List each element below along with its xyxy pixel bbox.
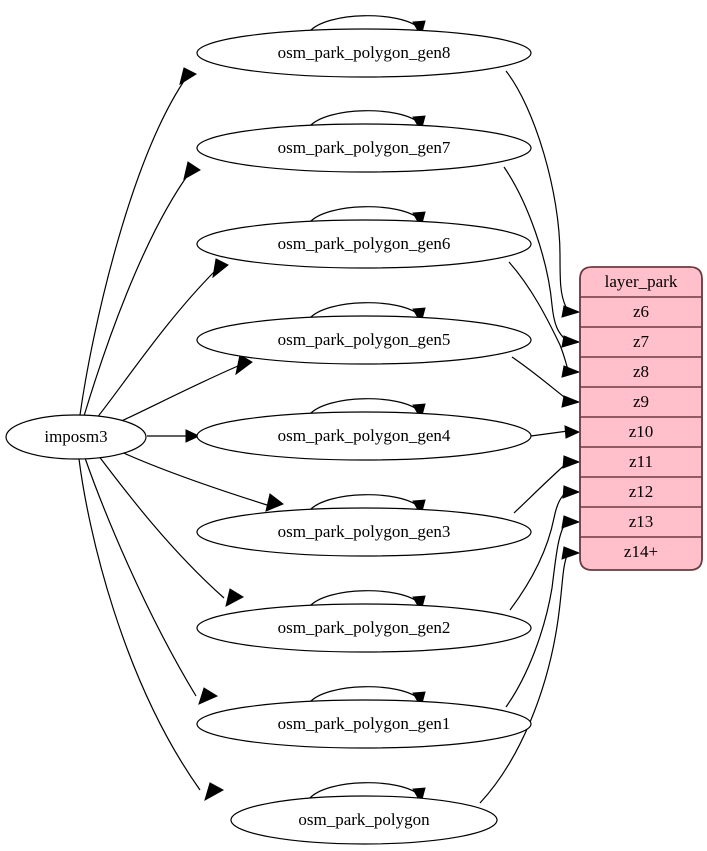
- gen8-label: osm_park_polygon_gen8: [278, 43, 451, 62]
- gen1-ellipse[interactable]: [196, 699, 532, 749]
- edge-imposm3-to-gen2: [97, 454, 245, 607]
- edge-gen3-to-z11: [513, 455, 581, 514]
- edge-gen5-to-z9: [511, 356, 581, 408]
- gen1-label: osm_park_polygon_gen1: [278, 714, 451, 733]
- layer-park-row-z7-label: z7: [633, 332, 650, 351]
- layer-park-row-z14plus-label: z14+: [624, 542, 658, 561]
- edge-imposm3-to-gen4: [147, 429, 201, 443]
- node-osm-park-polygon-gen1[interactable]: osm_park_polygon_gen1: [196, 699, 532, 749]
- layer-park-row-z11-label: z11: [629, 452, 653, 471]
- gen6-label: osm_park_polygon_gen6: [278, 234, 451, 253]
- edge-group-source-to-nodes: [78, 67, 284, 802]
- layer-park-row-z8[interactable]: z8: [580, 362, 702, 388]
- layer-park-row-z7[interactable]: z7: [580, 332, 702, 358]
- gen4-ellipse[interactable]: [196, 411, 532, 461]
- edge-imposm3-to-osm-park-polygon: [78, 458, 225, 802]
- edge-gen6-to-z8: [508, 261, 581, 378]
- edge-imposm3-to-gen5: [114, 354, 253, 425]
- layer-park-row-z8-label: z8: [633, 362, 649, 381]
- edge-osm-park-polygon-to-z14: [479, 546, 581, 804]
- edge-gen7-to-z7: [503, 166, 581, 348]
- edge-imposm3-to-gen1: [84, 457, 219, 705]
- node-osm-park-polygon-gen4[interactable]: osm_park_polygon_gen4: [196, 411, 532, 461]
- edge-imposm3-to-gen6: [95, 258, 229, 420]
- layer-park-row-z10-label: z10: [629, 422, 654, 441]
- node-osm-park-polygon-gen6[interactable]: osm_park_polygon_gen6: [196, 219, 532, 269]
- layer-park-row-z9-label: z9: [633, 392, 649, 411]
- edge-gen4-to-z10: [530, 425, 581, 439]
- layer-park-row-z12[interactable]: z12: [580, 482, 702, 508]
- layer-park-row-z13-label: z13: [629, 512, 654, 531]
- layer-park-table[interactable]: layer_park z6 z7 z8 z9: [579, 266, 703, 571]
- edge-gen1-to-z13: [505, 515, 581, 708]
- gen3-label: osm_park_polygon_gen3: [278, 522, 451, 541]
- gen5-label: osm_park_polygon_gen5: [278, 330, 451, 349]
- layer-park-row-z6-label: z6: [633, 302, 649, 321]
- edge-imposm3-to-gen3: [116, 449, 284, 512]
- gen5-ellipse[interactable]: [196, 315, 532, 365]
- layer-park-header-cell: layer_park: [580, 272, 702, 298]
- layer-park-row-z14plus[interactable]: z14+: [624, 542, 658, 561]
- osm-park-polygon-ellipse[interactable]: [230, 795, 498, 845]
- gen7-label: osm_park_polygon_gen7: [278, 138, 451, 157]
- edge-gen2-to-z12: [509, 485, 581, 611]
- gen6-ellipse[interactable]: [196, 219, 532, 269]
- osm-park-polygon-label: osm_park_polygon: [298, 810, 430, 829]
- layer-park-row-z12-label: z12: [629, 482, 654, 501]
- edge-gen8-to-z6: [505, 70, 581, 318]
- edge-group-nodes-to-layer: [479, 70, 581, 804]
- layer-park-row-z13[interactable]: z13: [580, 512, 702, 538]
- layer-park-row-z10[interactable]: z10: [580, 422, 702, 448]
- node-osm-park-polygon-gen8[interactable]: osm_park_polygon_gen8: [196, 28, 532, 78]
- layer-park-row-z6[interactable]: z6: [580, 302, 702, 328]
- layer-park-row-z11[interactable]: z11: [580, 452, 702, 478]
- gen4-label: osm_park_polygon_gen4: [278, 426, 451, 445]
- edge-imposm3-to-gen7: [83, 161, 201, 417]
- gen8-ellipse[interactable]: [196, 28, 532, 78]
- layer-park-header-label: layer_park: [605, 272, 678, 291]
- node-osm-park-polygon-gen7[interactable]: osm_park_polygon_gen7: [196, 123, 532, 173]
- node-osm-park-polygon-gen5[interactable]: osm_park_polygon_gen5: [196, 315, 532, 365]
- node-osm-park-polygon-gen3[interactable]: osm_park_polygon_gen3: [196, 507, 532, 557]
- edge-imposm3-to-gen8: [79, 67, 198, 416]
- node-osm-park-polygon[interactable]: osm_park_polygon: [230, 795, 498, 845]
- gen7-ellipse[interactable]: [196, 123, 532, 173]
- imposm3-label: imposm3: [44, 427, 107, 446]
- imposm3-ellipse[interactable]: [5, 414, 147, 460]
- gen2-label: osm_park_polygon_gen2: [278, 618, 451, 637]
- gen2-ellipse[interactable]: [196, 603, 532, 653]
- node-imposm3[interactable]: imposm3: [5, 414, 147, 460]
- layer-park-row-z9[interactable]: z9: [580, 392, 702, 418]
- layer-park-table-outline: [579, 266, 703, 571]
- node-osm-park-polygon-gen2[interactable]: osm_park_polygon_gen2: [196, 603, 532, 653]
- gen3-ellipse[interactable]: [196, 507, 532, 557]
